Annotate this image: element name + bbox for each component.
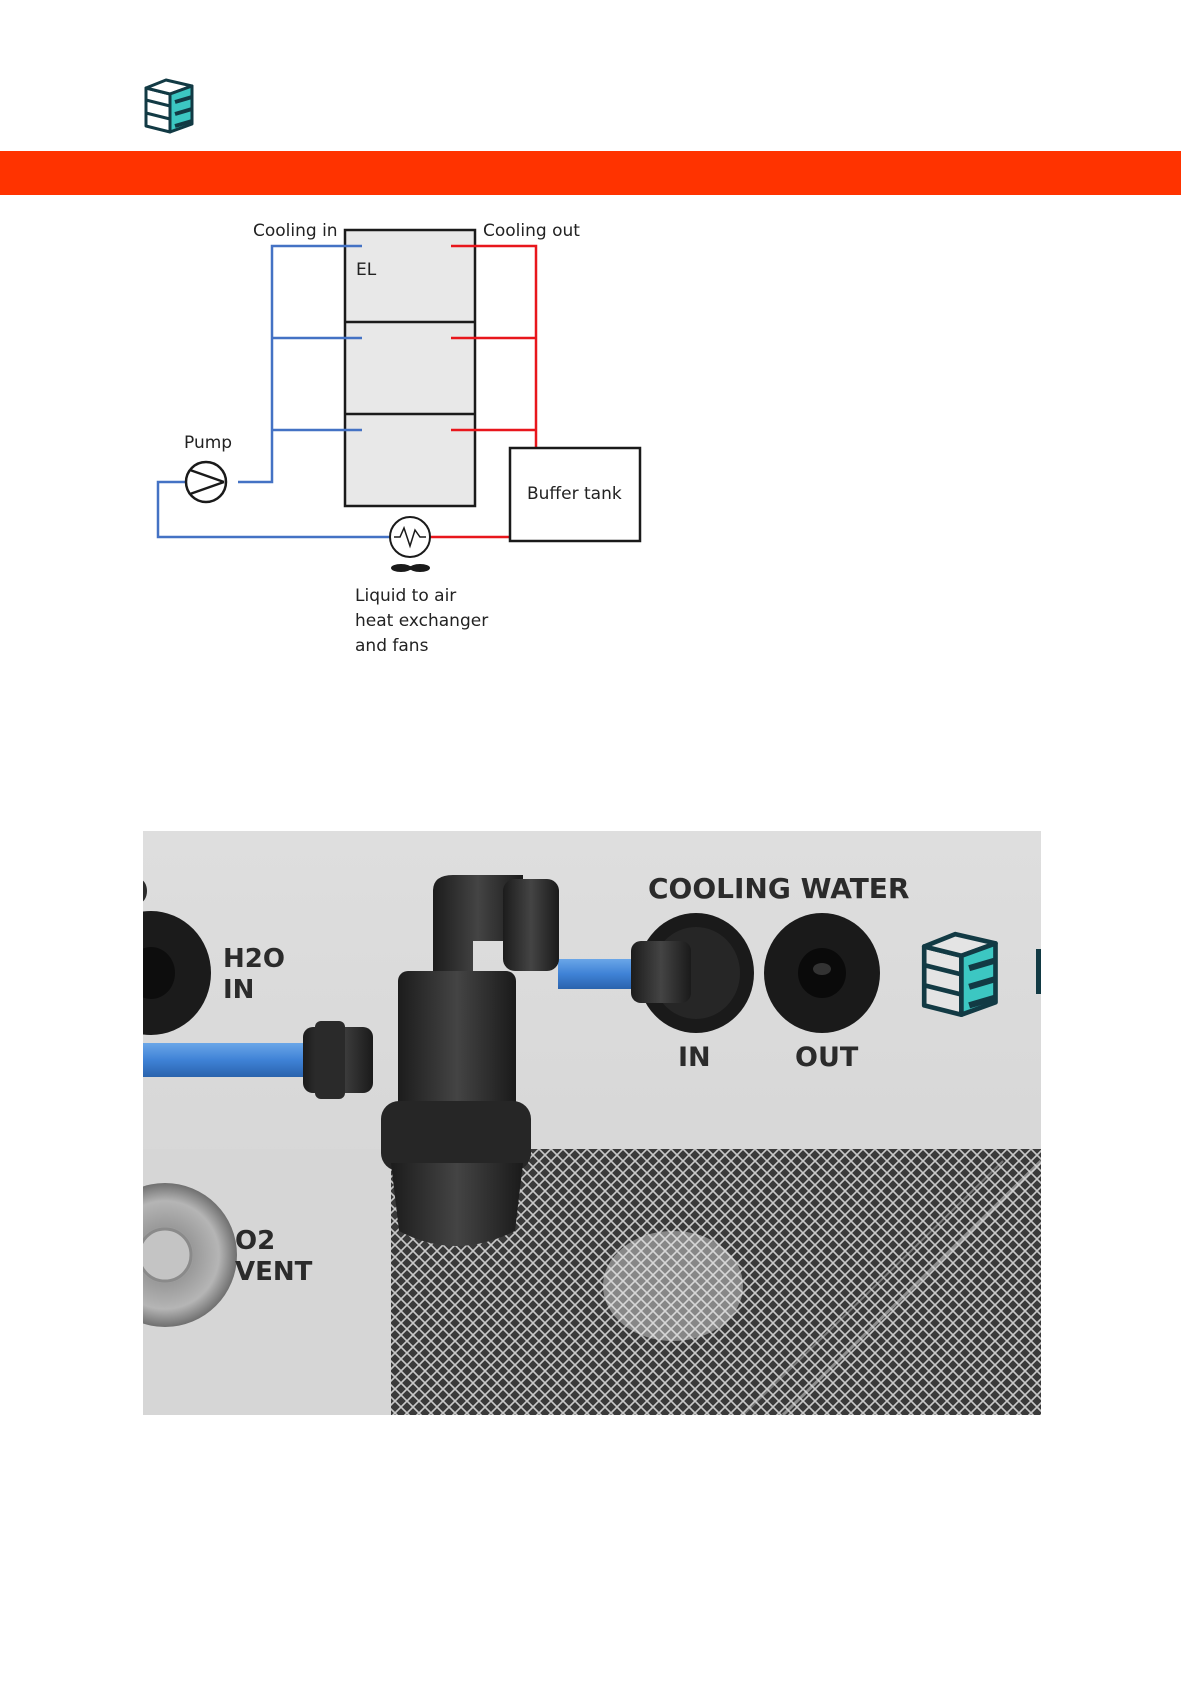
panel-logo-icon (924, 934, 995, 1015)
hx-label-line2: heat exchanger (355, 611, 488, 631)
inlet-hose (143, 1043, 313, 1077)
h2o-in-label-line1: H2O (223, 944, 285, 974)
company-logo-icon (142, 78, 196, 134)
heat-exchanger-icon (390, 517, 430, 557)
header-banner (0, 151, 1181, 195)
cooling-water-label: COOLING WATER (648, 872, 910, 905)
o2-vent-label-line1: O2 (235, 1226, 275, 1256)
fans-icon (391, 564, 430, 572)
cooling-circuit-diagram: Cooling in Cooling out EL Pump Buffer ta… (140, 212, 660, 662)
pump-icon (186, 462, 226, 502)
hx-label-line3: and fans (355, 636, 429, 656)
o2-vent-label-line2: VENT (235, 1257, 313, 1287)
cooling-out-port-label: OUT (795, 1042, 859, 1073)
buffer-tank-label: Buffer tank (527, 484, 622, 504)
hx-label-line1: Liquid to air (355, 586, 456, 606)
cooling-water-connection-photo: COOLING WATER H2O IN IN OUT O2 VENT (143, 831, 1041, 1415)
pump-label: Pump (184, 433, 232, 453)
cooling-in-port-label: IN (678, 1042, 711, 1073)
h2o-in-label-line2: IN (223, 975, 254, 1005)
cooling-in-label: Cooling in (253, 221, 338, 241)
cooling-out-label: Cooling out (483, 221, 580, 241)
el-label: EL (356, 260, 377, 280)
